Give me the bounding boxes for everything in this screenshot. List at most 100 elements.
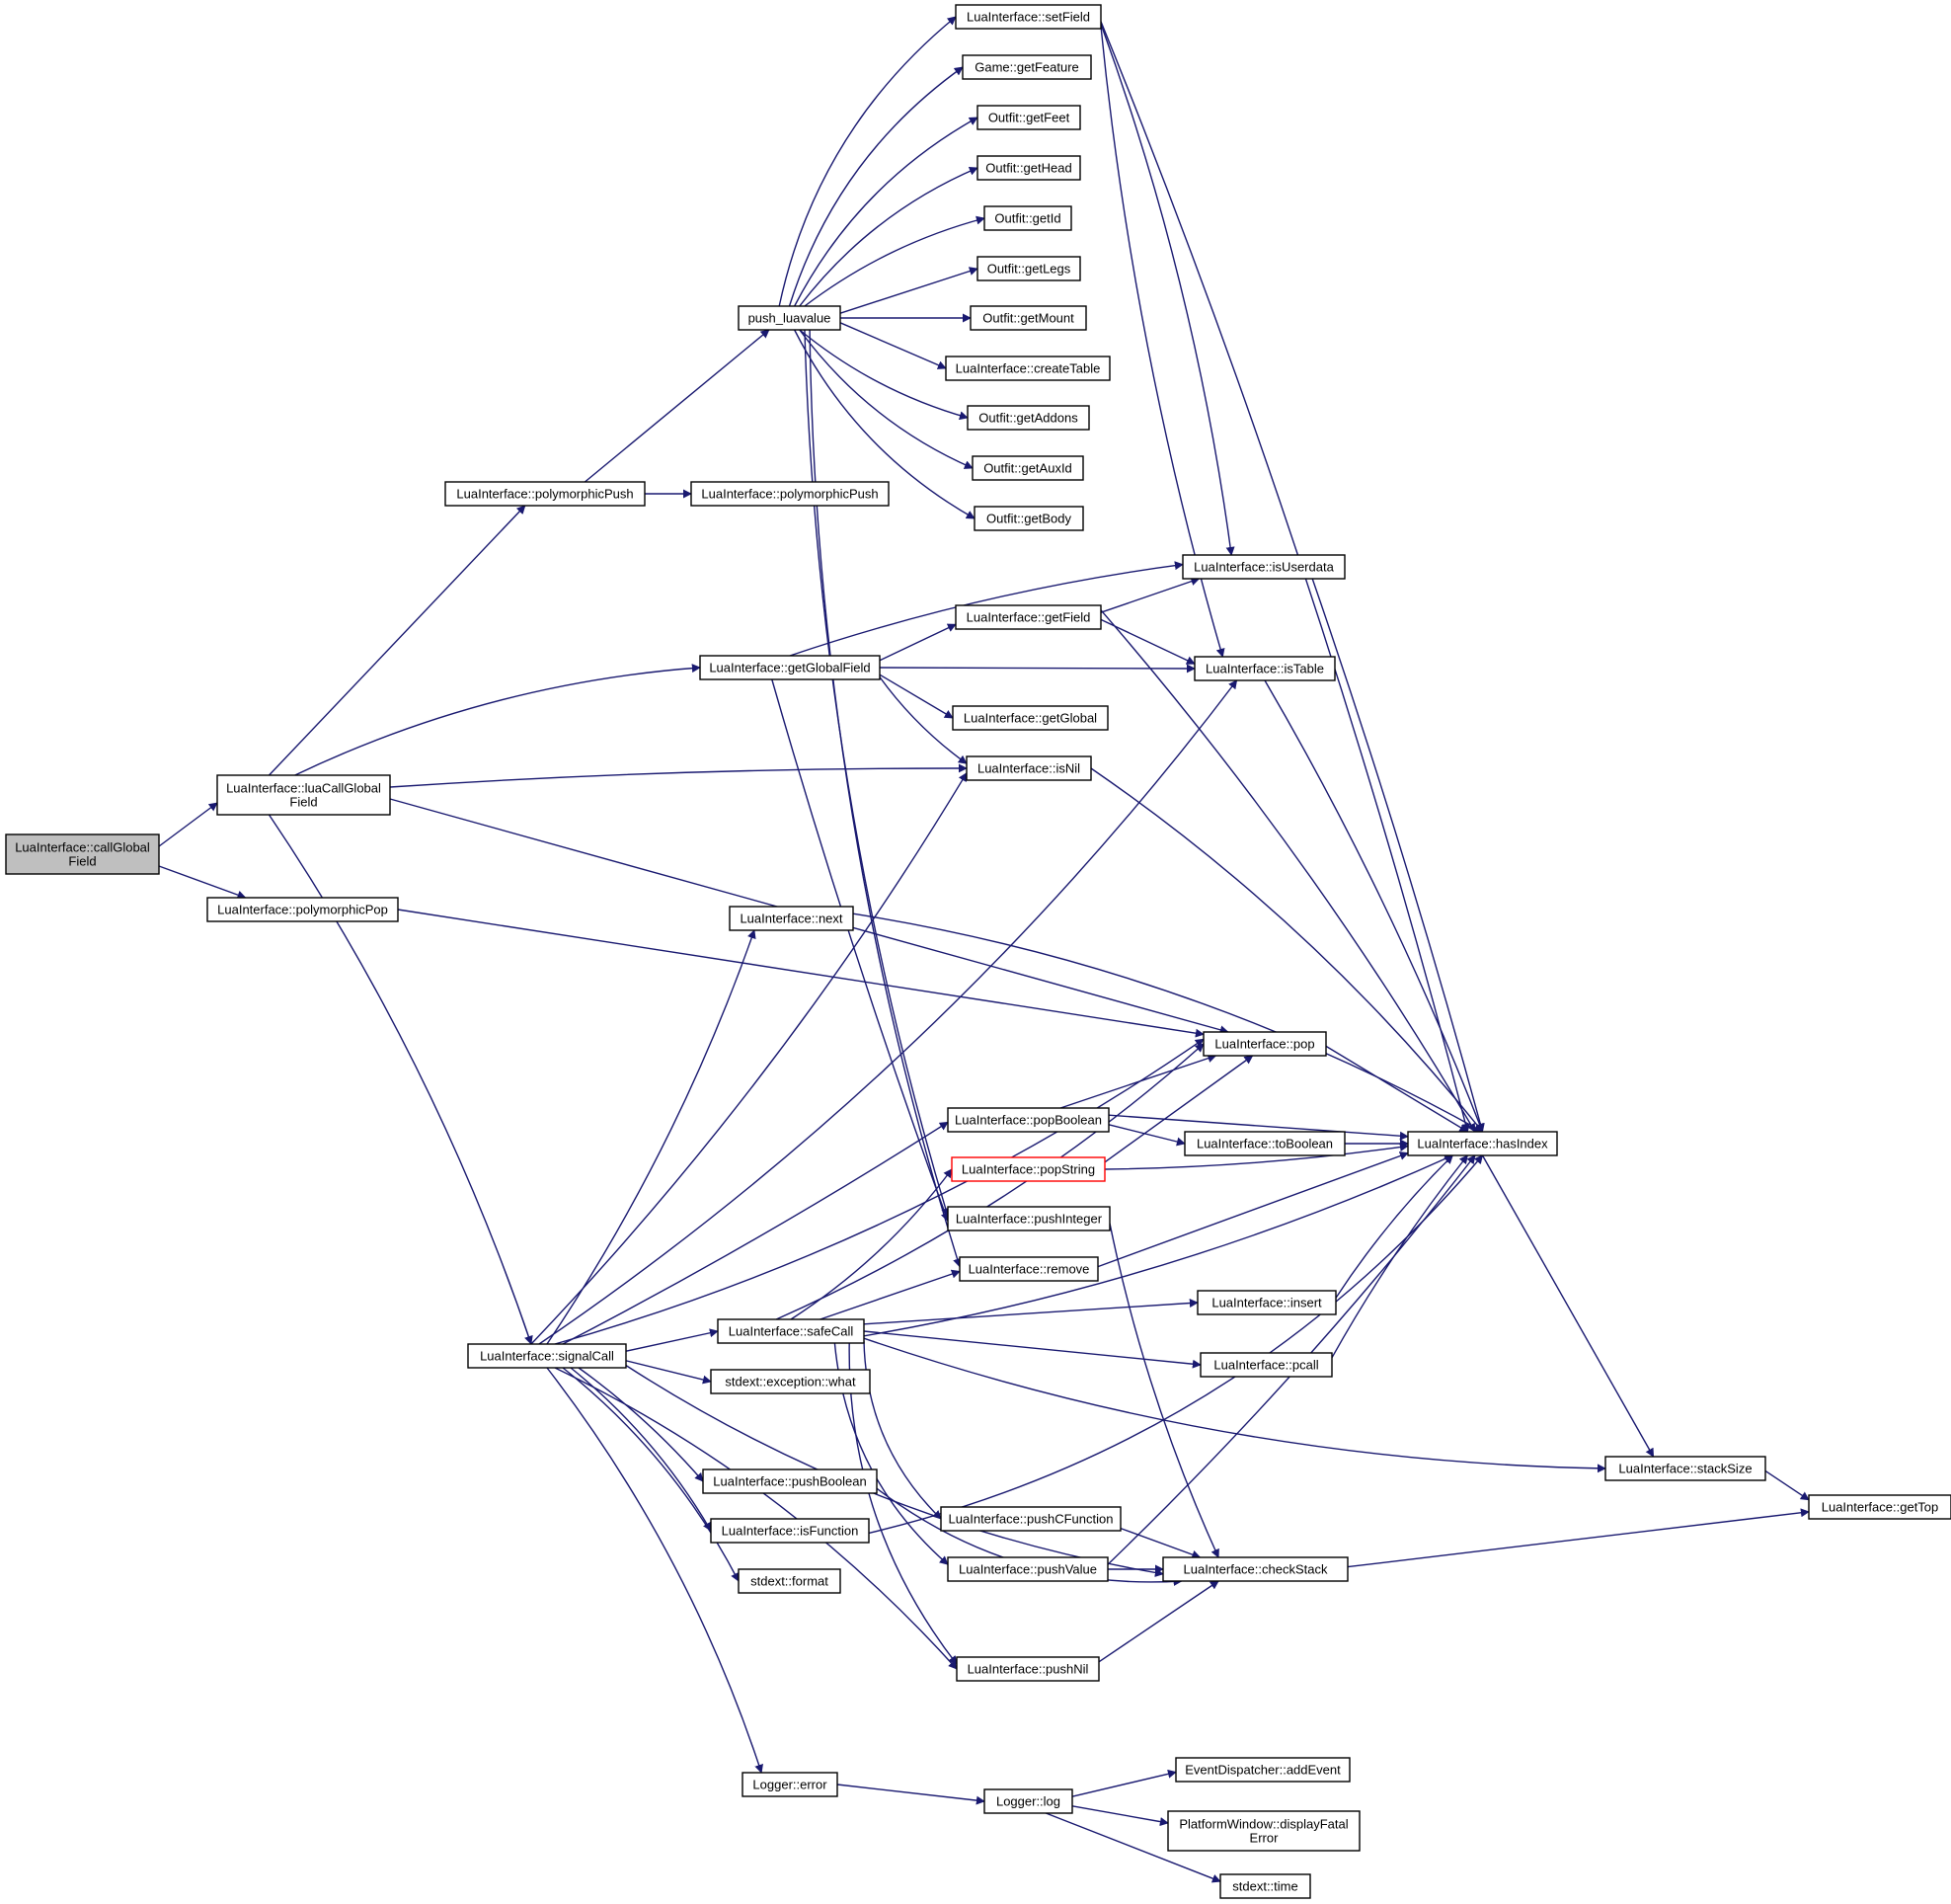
node-pcall[interactable]: LuaInterface::pcall <box>1200 1352 1333 1378</box>
node-box-getMount[interactable] <box>970 305 1087 331</box>
node-polymorphicPop[interactable]: LuaInterface::polymorphicPop <box>206 897 399 922</box>
node-pushCFunction[interactable]: LuaInterface::pushCFunction <box>940 1506 1122 1532</box>
node-box-callGlobalField[interactable] <box>5 833 160 875</box>
node-getBody[interactable]: Outfit::getBody <box>974 506 1084 531</box>
node-box-stackSize[interactable] <box>1604 1456 1766 1481</box>
node-box-luaCallGlobalField[interactable] <box>216 774 391 816</box>
node-box-what[interactable] <box>710 1369 871 1394</box>
node-box-getAuxId[interactable] <box>972 455 1084 481</box>
node-pushNil[interactable]: LuaInterface::pushNil <box>956 1656 1100 1682</box>
node-box-pushValue[interactable] <box>947 1556 1109 1582</box>
node-box-displayFatalError[interactable] <box>1167 1810 1361 1852</box>
node-box-getId[interactable] <box>983 205 1072 231</box>
node-format[interactable]: stdext::format <box>738 1568 841 1594</box>
node-box-isUserdata[interactable] <box>1182 554 1346 580</box>
node-box-insert[interactable] <box>1197 1290 1337 1315</box>
node-box-polymorphicPop[interactable] <box>206 897 399 922</box>
node-box-pushCFunction[interactable] <box>940 1506 1122 1532</box>
node-time[interactable]: stdext::time <box>1219 1873 1311 1899</box>
node-getGlobal[interactable]: LuaInterface::getGlobal <box>952 705 1109 731</box>
node-what[interactable]: stdext::exception::what <box>710 1369 871 1394</box>
node-setField[interactable]: LuaInterface::setField <box>955 4 1102 30</box>
node-getAuxId[interactable]: Outfit::getAuxId <box>972 455 1084 481</box>
node-getLegs[interactable]: Outfit::getLegs <box>976 256 1081 281</box>
node-box-remove[interactable] <box>959 1256 1099 1282</box>
node-box-signalCall[interactable] <box>467 1343 627 1369</box>
node-pushBoolean[interactable]: LuaInterface::pushBoolean <box>702 1468 878 1494</box>
node-box-pop[interactable] <box>1203 1031 1327 1057</box>
node-checkStack[interactable]: LuaInterface::checkStack <box>1162 1556 1349 1582</box>
node-box-getGlobal[interactable] <box>952 705 1109 731</box>
node-box-getGlobalField[interactable] <box>699 655 881 680</box>
node-box-isNil[interactable] <box>966 755 1092 781</box>
node-box-format[interactable] <box>738 1568 841 1594</box>
node-createTable[interactable]: LuaInterface::createTable <box>945 356 1111 381</box>
node-box-getHead[interactable] <box>976 155 1081 181</box>
node-box-time[interactable] <box>1219 1873 1311 1899</box>
node-box-checkStack[interactable] <box>1162 1556 1349 1582</box>
node-box-polymorphicPush1[interactable] <box>444 481 646 507</box>
node-box-getField[interactable] <box>955 604 1102 630</box>
node-getTop[interactable]: LuaInterface::getTop <box>1808 1494 1951 1520</box>
node-insert[interactable]: LuaInterface::insert <box>1197 1290 1337 1315</box>
node-hasIndex[interactable]: LuaInterface::hasIndex <box>1407 1131 1558 1156</box>
node-box-createTable[interactable] <box>945 356 1111 381</box>
node-box-getFeature[interactable] <box>962 54 1092 80</box>
node-pushInteger[interactable]: LuaInterface::pushInteger <box>947 1206 1111 1231</box>
node-remove[interactable]: LuaInterface::remove <box>959 1256 1099 1282</box>
node-getFeature[interactable]: Game::getFeature <box>962 54 1092 80</box>
node-popBoolean[interactable]: LuaInterface::popBoolean <box>947 1107 1110 1133</box>
node-box-pcall[interactable] <box>1200 1352 1333 1378</box>
node-isUserdata[interactable]: LuaInterface::isUserdata <box>1182 554 1346 580</box>
node-loggerLog[interactable]: Logger::log <box>983 1788 1073 1814</box>
node-box-getBody[interactable] <box>974 506 1084 531</box>
node-box-toBoolean[interactable] <box>1184 1131 1346 1156</box>
node-box-next[interactable] <box>729 906 854 931</box>
node-stackSize[interactable]: LuaInterface::stackSize <box>1604 1456 1766 1481</box>
node-popString[interactable]: LuaInterface::popString <box>951 1156 1106 1182</box>
node-getAddons[interactable]: Outfit::getAddons <box>967 405 1090 431</box>
node-box-pushBoolean[interactable] <box>702 1468 878 1494</box>
node-toBoolean[interactable]: LuaInterface::toBoolean <box>1184 1131 1346 1156</box>
node-pushValue[interactable]: LuaInterface::pushValue <box>947 1556 1109 1582</box>
node-getFeet[interactable]: Outfit::getFeet <box>976 105 1081 130</box>
node-isFunction[interactable]: LuaInterface::isFunction <box>710 1518 870 1544</box>
node-box-setField[interactable] <box>955 4 1102 30</box>
node-box-hasIndex[interactable] <box>1407 1131 1558 1156</box>
node-polymorphicPush1[interactable]: LuaInterface::polymorphicPush <box>444 481 646 507</box>
node-box-getFeet[interactable] <box>976 105 1081 130</box>
node-box-getLegs[interactable] <box>976 256 1081 281</box>
node-getMount[interactable]: Outfit::getMount <box>970 305 1087 331</box>
node-box-pushInteger[interactable] <box>947 1206 1111 1231</box>
node-box-popString[interactable] <box>951 1156 1106 1182</box>
node-getField[interactable]: LuaInterface::getField <box>955 604 1102 630</box>
node-getHead[interactable]: Outfit::getHead <box>976 155 1081 181</box>
node-getId[interactable]: Outfit::getId <box>983 205 1072 231</box>
node-box-loggerLog[interactable] <box>983 1788 1073 1814</box>
node-loggerError[interactable]: Logger::error <box>741 1772 838 1797</box>
node-box-addEvent[interactable] <box>1175 1757 1351 1783</box>
node-box-polymorphicPush2[interactable] <box>690 481 890 507</box>
node-box-isTable[interactable] <box>1194 656 1336 681</box>
node-pop[interactable]: LuaInterface::pop <box>1203 1031 1327 1057</box>
node-push_luavalue[interactable]: push_luavalue <box>738 305 841 331</box>
node-box-isFunction[interactable] <box>710 1518 870 1544</box>
node-polymorphicPush2[interactable]: LuaInterface::polymorphicPush <box>690 481 890 507</box>
node-box-push_luavalue[interactable] <box>738 305 841 331</box>
node-isTable[interactable]: LuaInterface::isTable <box>1194 656 1336 681</box>
node-box-safeCall[interactable] <box>717 1318 865 1344</box>
node-box-popBoolean[interactable] <box>947 1107 1110 1133</box>
node-isNil[interactable]: LuaInterface::isNil <box>966 755 1092 781</box>
node-box-loggerError[interactable] <box>741 1772 838 1797</box>
node-next[interactable]: LuaInterface::next <box>729 906 854 931</box>
node-box-getAddons[interactable] <box>967 405 1090 431</box>
node-box-getTop[interactable] <box>1808 1494 1951 1520</box>
node-addEvent[interactable]: EventDispatcher::addEvent <box>1175 1757 1351 1783</box>
node-box-pushNil[interactable] <box>956 1656 1100 1682</box>
node-signalCall[interactable]: LuaInterface::signalCall <box>467 1343 627 1369</box>
node-safeCall[interactable]: LuaInterface::safeCall <box>717 1318 865 1344</box>
node-getGlobalField[interactable]: LuaInterface::getGlobalField <box>699 655 881 680</box>
